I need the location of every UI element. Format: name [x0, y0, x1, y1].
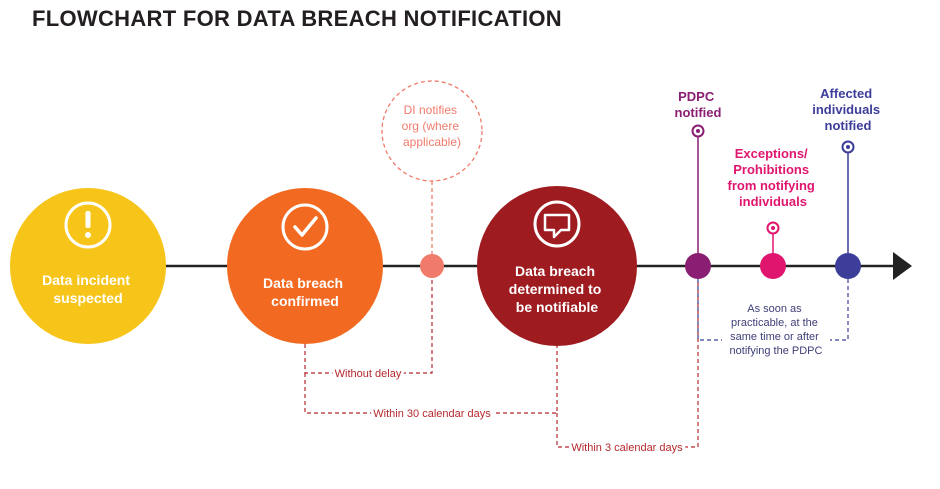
note-bracket-left	[697, 279, 722, 341]
exceptions-dot	[760, 253, 786, 279]
di-notifies-label: DI notifies org (where applicable)	[402, 103, 463, 149]
stage-notifiable-label: Data breach determined to be notifiable	[509, 263, 605, 315]
checkmark-icon	[281, 203, 329, 251]
pdpc-label: PDPC notified	[675, 89, 722, 120]
stage-confirmed-circle	[227, 188, 383, 344]
timing-note: As soon as practicable, at the same time…	[730, 303, 823, 357]
note-bracket-right	[830, 279, 849, 341]
within-3-days-label: Within 3 calendar days	[571, 442, 683, 454]
within-3-days-bracket	[556, 279, 699, 448]
exceptions-label: Exceptions/ Prohibitions from notifying …	[727, 146, 818, 209]
stage-incident-label: Data incident suspected	[42, 272, 134, 306]
affected-dot	[835, 253, 861, 279]
without-delay-bracket	[304, 278, 433, 374]
stage-incident-circle	[10, 188, 166, 344]
stage-notifiable-circle	[477, 186, 637, 346]
without-delay-label: Without delay	[335, 368, 402, 380]
pdpc-dot	[685, 253, 711, 279]
within-30-days-label: Within 30 calendar days	[373, 408, 491, 420]
timeline-arrowhead	[893, 252, 912, 280]
page-title: FLOWCHART FOR DATA BREACH NOTIFICATION	[32, 6, 562, 31]
affected-label: Affected individuals notified	[812, 86, 884, 133]
di-notifies-dot	[420, 254, 444, 278]
stage-confirmed-label: Data breach confirmed	[263, 275, 347, 309]
within-30-days-bracket	[304, 346, 558, 414]
exclamation-icon	[64, 201, 112, 249]
speech-bubble-icon	[533, 200, 581, 248]
